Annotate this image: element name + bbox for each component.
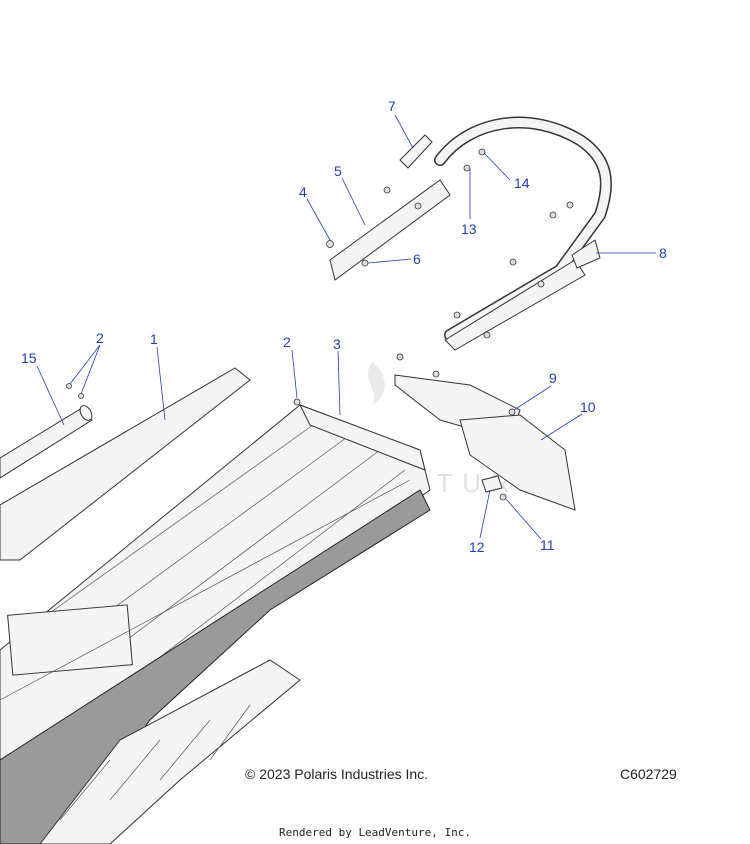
- callout-9: 9: [549, 370, 557, 386]
- callout-12: 12: [469, 539, 485, 555]
- callout-6: 6: [413, 251, 421, 267]
- diagram-code: C602729: [620, 766, 677, 782]
- part-10-flap: [394, 374, 576, 511]
- leader-lines: [36, 114, 656, 540]
- callout-5: 5: [334, 163, 342, 179]
- callout-10: 10: [580, 399, 596, 415]
- callout-11: 11: [540, 537, 555, 553]
- part-15-tube: [0, 405, 93, 479]
- part-3-tunnel: [0, 404, 431, 844]
- part-12-plate: [481, 475, 503, 493]
- callout-2a: 2: [96, 330, 104, 346]
- callout-7: 7: [388, 98, 396, 114]
- fasteners: [66, 148, 574, 501]
- callout-2b: 2: [283, 334, 291, 350]
- callout-1: 1: [150, 331, 158, 347]
- part-7-decal: [399, 134, 433, 169]
- part-8-decal: [571, 239, 601, 269]
- callout-14: 14: [514, 175, 530, 191]
- callout-3: 3: [333, 336, 341, 352]
- callout-15: 15: [21, 350, 37, 366]
- callouts: 1 2 2 3 4 5 6 7 8 9 10 11 12 13 14 15: [21, 98, 667, 555]
- copyright-text: © 2023 Polaris Industries Inc.: [245, 766, 429, 782]
- callout-8: 8: [659, 245, 667, 261]
- rendered-by-text: Rendered by LeadVenture, Inc.: [278, 826, 472, 839]
- callout-4: 4: [299, 184, 307, 200]
- callout-13: 13: [461, 221, 477, 237]
- part-1-panel: [0, 367, 251, 561]
